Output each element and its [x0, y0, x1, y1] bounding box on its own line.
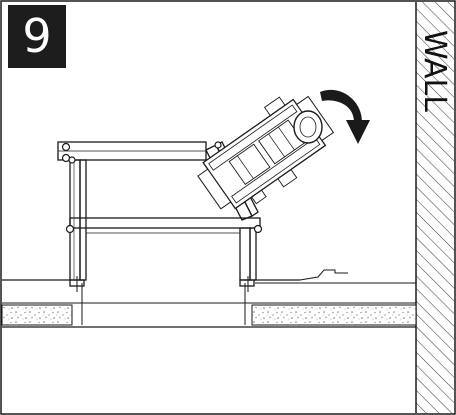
rotate-clockwise-arrow-icon [320, 89, 370, 144]
ground-slab [1, 269, 417, 328]
wall [415, 2, 454, 413]
tilted-unit [197, 95, 335, 210]
step-number-badge: 9 [8, 5, 66, 68]
motor-end-cap [293, 110, 323, 144]
wall-label: WALL [417, 30, 452, 112]
